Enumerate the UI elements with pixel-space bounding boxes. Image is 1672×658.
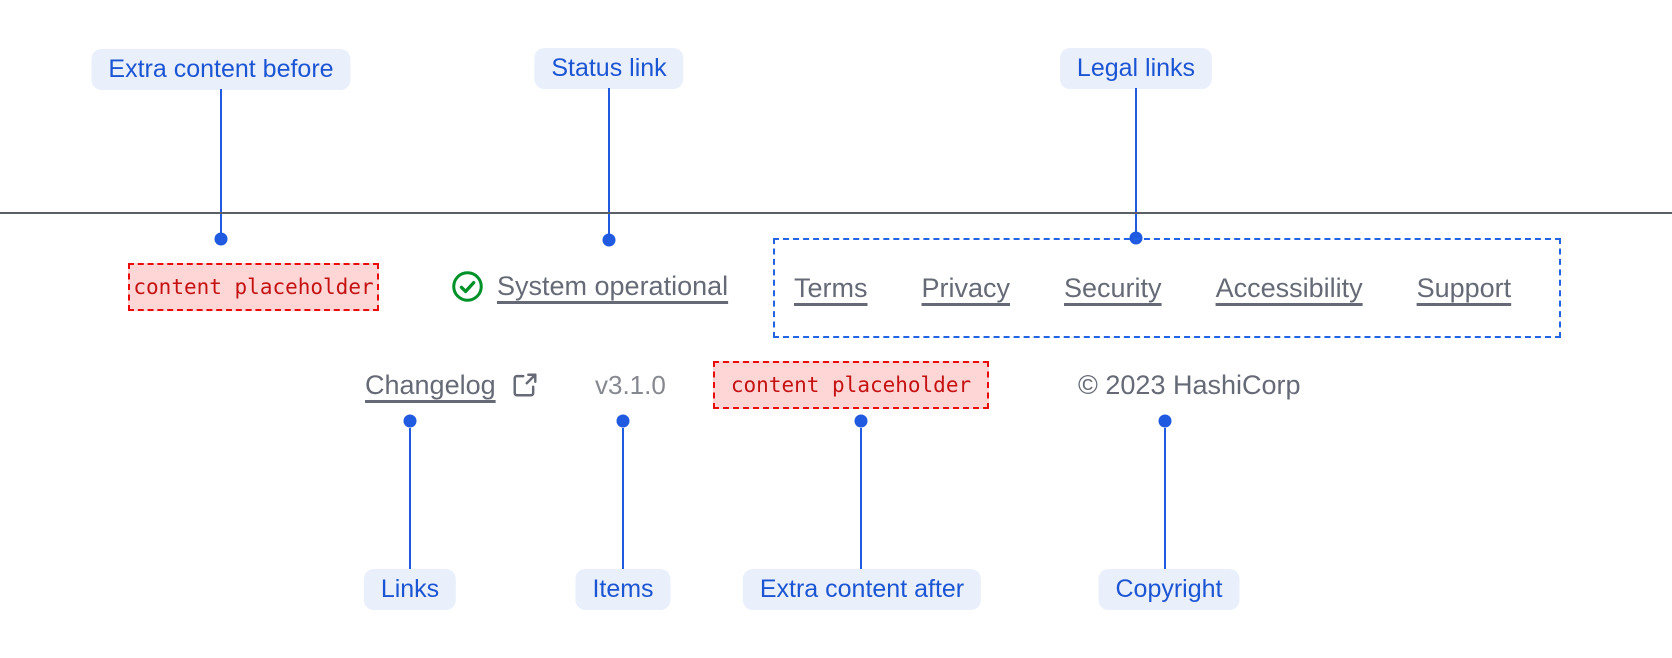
version-text: v3.1.0 bbox=[595, 369, 666, 400]
callout-line bbox=[1164, 428, 1166, 569]
extra-content-after-placeholder: content placeholder bbox=[713, 361, 989, 409]
legal-link-terms[interactable]: Terms bbox=[794, 272, 868, 303]
callout-dot bbox=[602, 233, 616, 247]
annotation-pill-items: Items bbox=[575, 569, 671, 610]
footer-divider bbox=[0, 212, 1672, 214]
changelog-link-group: Changelog bbox=[365, 367, 539, 403]
annotation-pill-extra-content-after: Extra content after bbox=[742, 569, 982, 610]
copyright-group: © 2023 HashiCorp bbox=[1078, 369, 1301, 401]
annotation-label: Copyright bbox=[1115, 575, 1223, 603]
annotation-label: Status link bbox=[551, 54, 667, 82]
callout-dot bbox=[616, 414, 630, 428]
callout-line bbox=[622, 428, 624, 569]
annotation-label: Extra content before bbox=[108, 55, 334, 83]
status-link-group: System operational bbox=[451, 268, 728, 304]
placeholder-text: content placeholder bbox=[730, 372, 972, 397]
annotation-pill-extra-content-before: Extra content before bbox=[91, 49, 351, 90]
legal-links-group: Terms Privacy Security Accessibility Sup… bbox=[773, 238, 1561, 338]
external-link-icon bbox=[511, 371, 539, 399]
annotation-pill-copyright: Copyright bbox=[1098, 569, 1240, 610]
status-link[interactable]: System operational bbox=[497, 270, 729, 301]
callout-dot bbox=[854, 414, 868, 428]
annotation-pill-links: Links bbox=[363, 569, 457, 610]
annotation-label: Links bbox=[380, 575, 440, 603]
extra-content-before-placeholder: content placeholder bbox=[128, 263, 379, 311]
callout-line bbox=[220, 89, 222, 233]
check-circle-icon bbox=[451, 270, 484, 303]
legal-link-accessibility[interactable]: Accessibility bbox=[1215, 272, 1363, 303]
callout-line bbox=[1135, 88, 1137, 232]
legal-link-support[interactable]: Support bbox=[1416, 272, 1512, 303]
copyright-text: © 2023 HashiCorp bbox=[1078, 369, 1301, 400]
callout-line bbox=[409, 428, 411, 569]
annotation-label: Items bbox=[592, 575, 654, 603]
annotation-pill-legal-links: Legal links bbox=[1059, 48, 1213, 89]
placeholder-text: content placeholder bbox=[133, 274, 374, 299]
callout-dot bbox=[403, 414, 417, 428]
callout-line bbox=[860, 428, 862, 569]
legal-link-security[interactable]: Security bbox=[1064, 272, 1162, 303]
annotation-label: Legal links bbox=[1076, 54, 1196, 82]
legal-link-privacy[interactable]: Privacy bbox=[921, 272, 1011, 303]
annotation-pill-status-link: Status link bbox=[534, 48, 684, 89]
annotation-label: Extra content after bbox=[759, 575, 965, 603]
callout-line bbox=[608, 88, 610, 234]
changelog-link[interactable]: Changelog bbox=[365, 369, 496, 400]
callout-dot bbox=[1158, 414, 1172, 428]
callout-dot bbox=[214, 232, 228, 246]
version-group: v3.1.0 bbox=[595, 369, 666, 401]
